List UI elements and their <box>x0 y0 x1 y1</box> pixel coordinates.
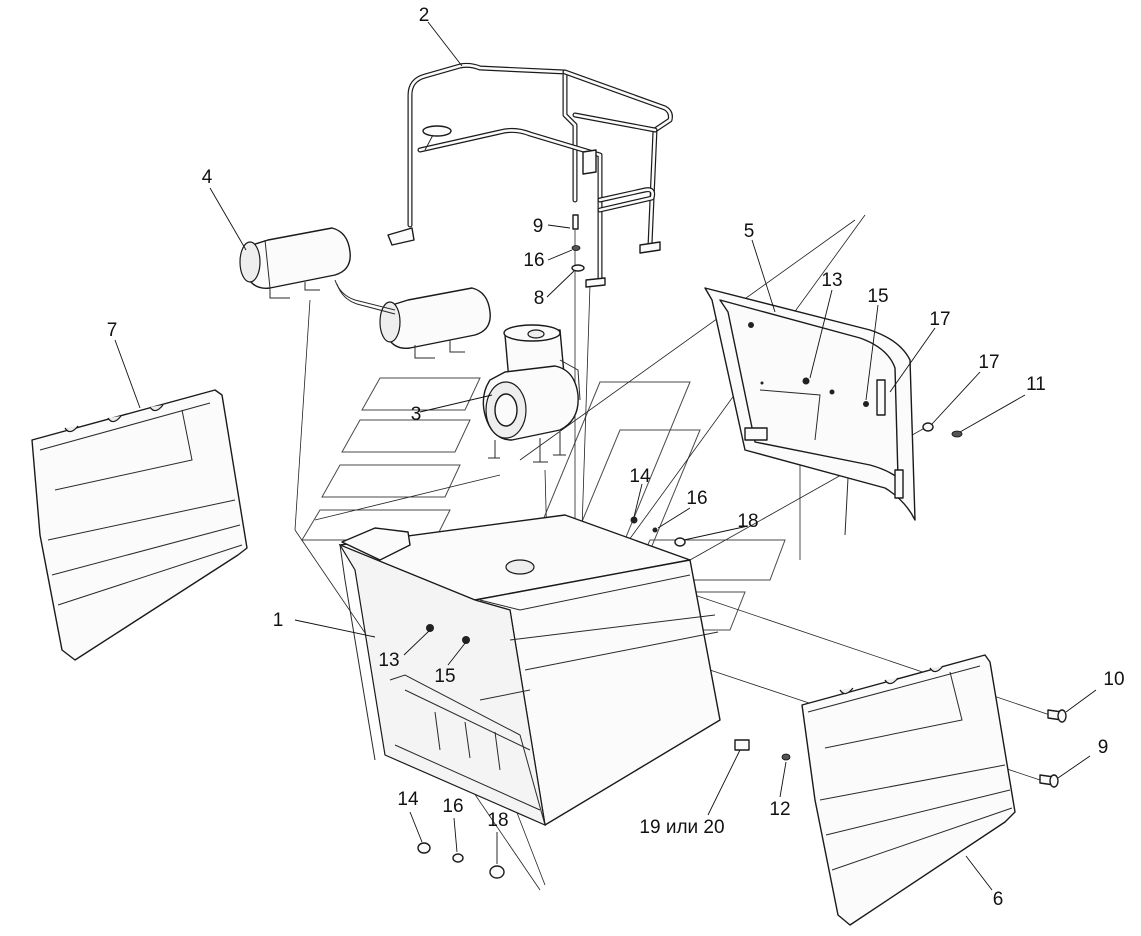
callout-13-upper: 13 <box>821 270 842 291</box>
callout-12: 12 <box>769 799 790 820</box>
callout-16-lower: 16 <box>442 796 463 817</box>
leader-lines <box>114 21 1097 891</box>
callout-9-lower: 9 <box>1098 737 1109 758</box>
callout-10: 10 <box>1103 669 1124 690</box>
callout-17-washer: 17 <box>978 352 999 373</box>
main-box-frame <box>338 514 750 826</box>
callout-17-panel: 17 <box>929 309 950 330</box>
callout-2: 2 <box>419 5 430 26</box>
hinge-fasteners <box>922 422 963 438</box>
callout-18-upper: 18 <box>737 511 758 532</box>
panel-right-lower <box>801 654 1016 926</box>
callout-13-lower: 13 <box>378 650 399 671</box>
panel-left-side <box>31 389 248 661</box>
right-bolts <box>1039 709 1067 788</box>
callout-15-upper: 15 <box>867 286 888 307</box>
lower-leaders <box>409 811 498 864</box>
callout-8: 8 <box>534 288 545 309</box>
handrail-frame <box>387 62 673 288</box>
callout-7: 7 <box>107 320 118 341</box>
callout-18-lower: 18 <box>487 810 508 831</box>
air-receivers <box>239 227 491 359</box>
callout-16-mid: 16 <box>686 488 707 509</box>
loose-hardware <box>417 516 791 879</box>
callout-9-upper: 9 <box>533 216 544 237</box>
callout-16-upper: 16 <box>523 250 544 271</box>
callout-15-lower: 15 <box>434 666 455 687</box>
callout-5: 5 <box>744 221 755 242</box>
callout-11: 11 <box>1026 374 1046 395</box>
callout-14-upper: 14 <box>629 466 651 487</box>
callout-19-or-20: 19 или 20 <box>639 817 724 838</box>
rail-fasteners <box>571 214 585 272</box>
callout-4: 4 <box>202 167 213 188</box>
air-filter <box>482 324 581 463</box>
callout-labels: 2 4 7 5 13 15 17 17 11 3 9 16 8 1 13 15 … <box>107 5 1125 910</box>
callout-6: 6 <box>993 889 1004 910</box>
panel-right-upper <box>704 287 916 536</box>
callout-1: 1 <box>273 610 284 631</box>
callout-14-lower: 14 <box>397 789 419 810</box>
callout-3: 3 <box>411 404 422 425</box>
